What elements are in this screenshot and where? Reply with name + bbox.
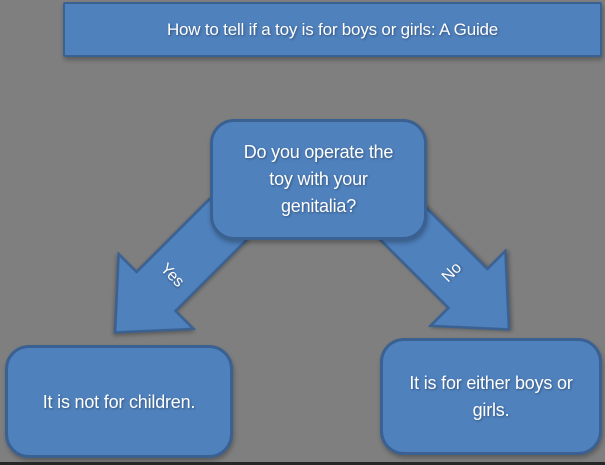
result-box-no: It is for either boys or girls. [380,338,602,455]
window-bottom-edge [0,462,605,465]
question-text: Do you operate the toy with your genital… [243,142,394,216]
title-text: How to tell if a toy is for boys or girl… [166,19,499,39]
result-yes-text: It is not for children. [42,391,196,412]
result-box-yes: It is not for children. [5,345,233,458]
question-box: Do you operate the toy with your genital… [210,119,427,240]
result-no-text: It is for either boys or girls. [409,372,573,420]
title-box: How to tell if a toy is for boys or girl… [63,2,602,57]
